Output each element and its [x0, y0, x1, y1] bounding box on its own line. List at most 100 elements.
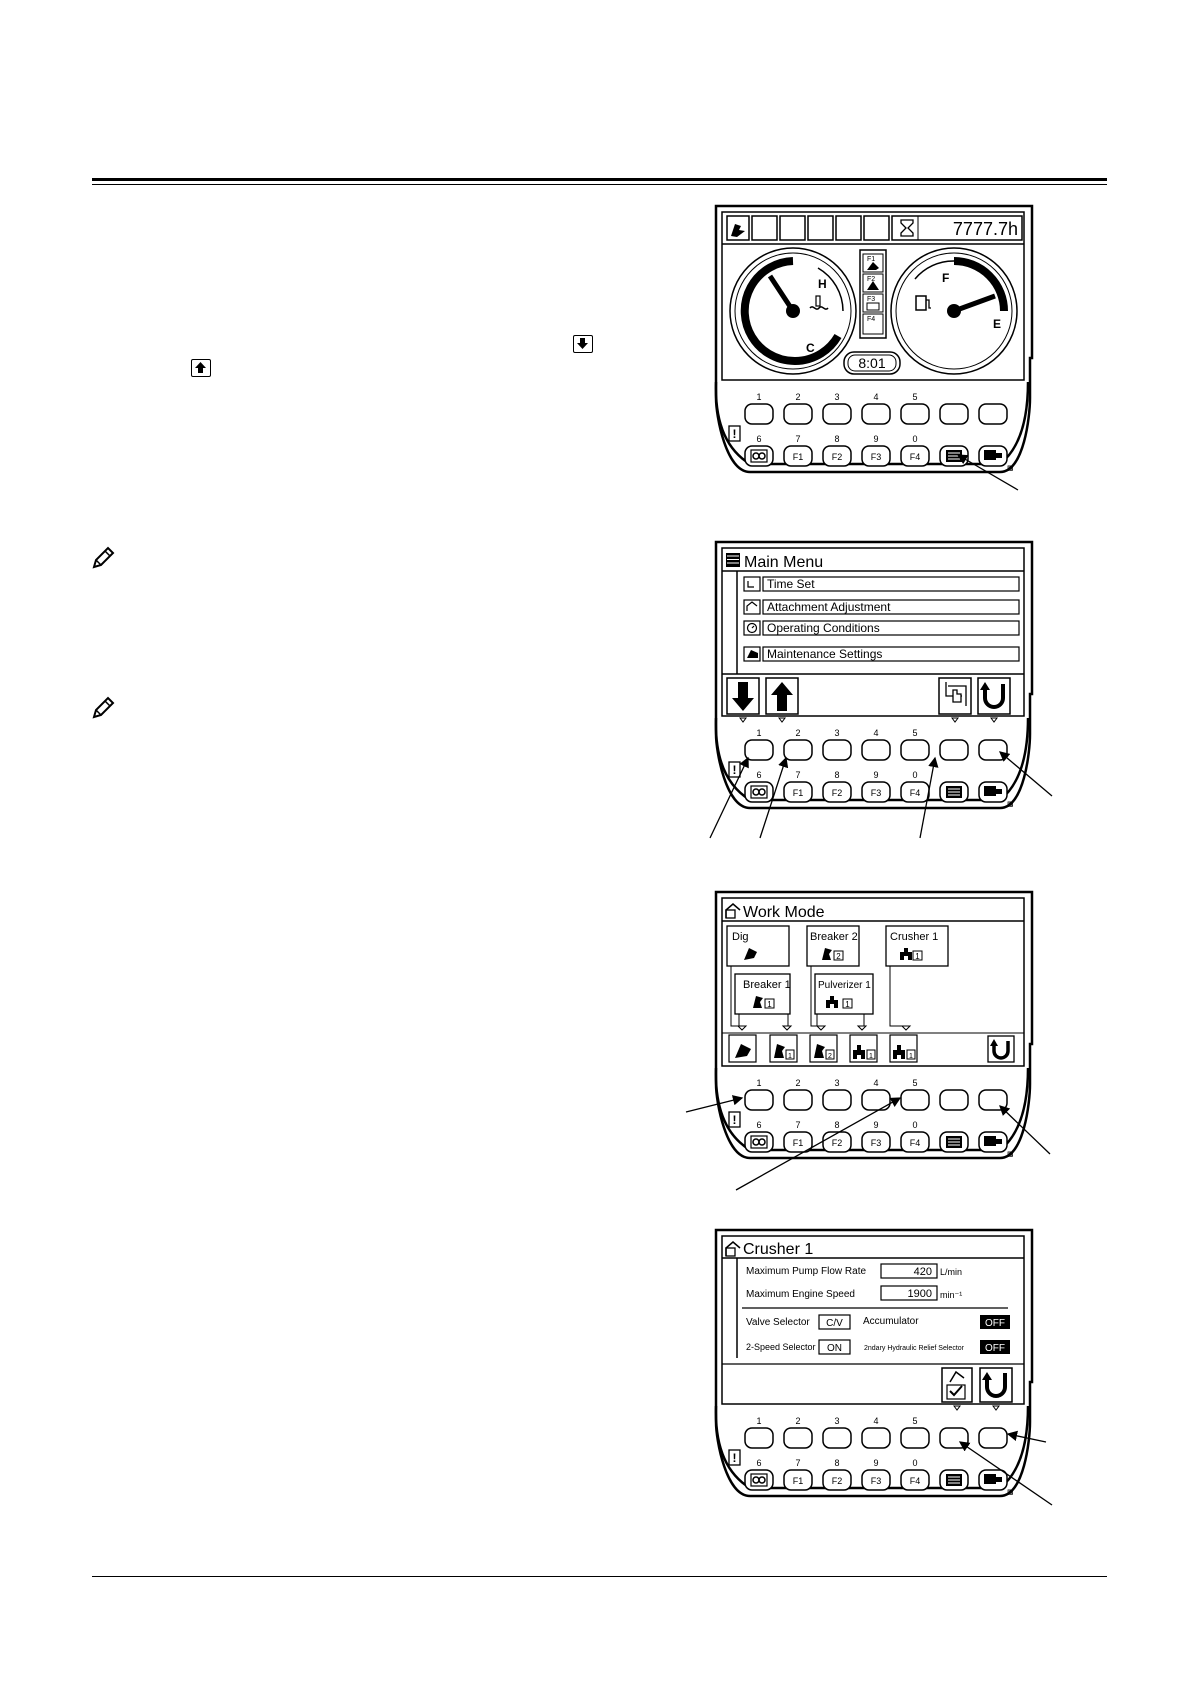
f4-key[interactable] — [900, 445, 930, 467]
keypad-key-5[interactable] — [900, 1427, 930, 1449]
menu-item-operating-conditions[interactable]: Operating Conditions — [743, 620, 1020, 636]
set-confirm-softkey-icon — [941, 1367, 973, 1411]
up-arrow-softkey-icon — [765, 677, 799, 723]
mode-dig[interactable]: Dig — [726, 925, 790, 967]
keypad-key-7[interactable] — [978, 403, 1008, 425]
svg-text:4: 4 — [873, 1078, 878, 1088]
keypad-key-6[interactable] — [939, 1089, 969, 1111]
header-rule-thin — [92, 184, 1107, 185]
f3-key[interactable] — [861, 1469, 891, 1491]
mode-breaker-2[interactable]: Breaker 2 2 — [806, 925, 860, 967]
keypad-key-3[interactable] — [822, 1427, 852, 1449]
max-engine-speed-field[interactable] — [880, 1285, 938, 1301]
note-pencil-icon — [92, 546, 115, 569]
menu-list-icon — [726, 553, 740, 567]
menu-item-attachment-adjustment[interactable]: Attachment Adjustment — [743, 599, 1020, 615]
keypad-key-2[interactable] — [783, 1089, 813, 1111]
valve-selector-field[interactable] — [818, 1314, 851, 1330]
svg-text:F4: F4 — [910, 1138, 921, 1148]
f2-key[interactable] — [822, 1469, 852, 1491]
svg-text:1: 1 — [788, 1053, 792, 1060]
keypad-key-3[interactable] — [822, 739, 852, 761]
keypad-key-1[interactable] — [744, 739, 774, 761]
svg-text:F4: F4 — [867, 316, 875, 323]
secondary-relief-selector-field[interactable] — [980, 1340, 1010, 1354]
clock-display: 8:01 — [858, 355, 885, 371]
f4-key[interactable] — [900, 1131, 930, 1153]
svg-text:6: 6 — [756, 434, 761, 444]
accumulator-field[interactable] — [980, 1315, 1010, 1329]
f3-key[interactable] — [861, 1131, 891, 1153]
f1-key[interactable] — [783, 1469, 813, 1491]
menu-item-time-set[interactable]: Time Set — [743, 576, 1020, 592]
f1-key[interactable] — [783, 445, 813, 467]
svg-text:C: C — [806, 341, 815, 355]
work-mode-title: Work Mode — [743, 904, 825, 921]
coolant-temperature-icon — [809, 295, 829, 310]
keypad-key-4[interactable] — [861, 1427, 891, 1449]
f2-key[interactable] — [822, 781, 852, 803]
f3-key[interactable] — [861, 781, 891, 803]
keypad-key-3[interactable] — [822, 403, 852, 425]
svg-text:3: 3 — [834, 728, 839, 738]
header-rule — [92, 178, 1107, 181]
keypad-key-2[interactable] — [783, 739, 813, 761]
svg-text:2: 2 — [828, 1053, 832, 1060]
svg-text:F4: F4 — [910, 1476, 921, 1486]
svg-text:3: 3 — [834, 1078, 839, 1088]
keypad-key-6[interactable] — [939, 403, 969, 425]
keypad-key-5[interactable] — [900, 739, 930, 761]
breaker-1-softkey-icon: 1 — [769, 1034, 798, 1063]
return-softkey-icon — [987, 1035, 1015, 1063]
keypad-key-2[interactable] — [783, 403, 813, 425]
f1-key[interactable] — [783, 781, 813, 803]
menu-item-maintenance-settings[interactable]: Maintenance Settings — [743, 646, 1020, 662]
svg-text:▩: ▩ — [1007, 1489, 1014, 1496]
max-pump-flow-rate-field[interactable] — [880, 1263, 938, 1279]
keypad-key-2[interactable] — [783, 1427, 813, 1449]
keypad-key-4[interactable] — [861, 739, 891, 761]
alert-icon — [728, 425, 741, 442]
svg-text:420: 420 — [914, 1266, 932, 1278]
mode-breaker-1[interactable]: Breaker 1 1 — [734, 973, 791, 1015]
svg-text:6: 6 — [756, 770, 761, 780]
svg-text:Breaker 2: Breaker 2 — [810, 931, 858, 943]
svg-text:F3: F3 — [871, 788, 882, 798]
note-pencil-icon — [92, 696, 115, 719]
svg-text:Accumulator: Accumulator — [863, 1316, 919, 1327]
keypad-key-1[interactable] — [744, 1089, 774, 1111]
alert-icon — [728, 1449, 741, 1466]
down-arrow-softkey-icon — [726, 677, 760, 723]
mode-pulverizer-1[interactable]: Pulverizer 1 1 — [814, 973, 874, 1015]
svg-text:!: ! — [733, 427, 737, 441]
svg-text:F3: F3 — [867, 296, 875, 303]
f4-key[interactable] — [900, 1469, 930, 1491]
svg-text:!: ! — [733, 1113, 737, 1127]
svg-text:F: F — [942, 271, 949, 285]
keypad-key-5[interactable] — [900, 403, 930, 425]
svg-text:1: 1 — [756, 1416, 761, 1426]
down-arrow-key-icon — [573, 335, 593, 353]
keypad-key-1[interactable] — [744, 1427, 774, 1449]
svg-text:6: 6 — [756, 1458, 761, 1468]
svg-text:9: 9 — [873, 1458, 878, 1468]
monitor-panel-work-mode: Work Mode Dig Breaker 2 2 Crusher 1 1 Br… — [714, 890, 1034, 1160]
svg-text:0: 0 — [912, 1120, 917, 1130]
svg-text:!: ! — [733, 1451, 737, 1465]
svg-text:2-Speed Selector: 2-Speed Selector — [746, 1342, 816, 1352]
mode-crusher-1[interactable]: Crusher 1 1 — [885, 925, 949, 967]
keypad-key-3[interactable] — [822, 1089, 852, 1111]
keypad: 1 2 3 4 5 ! 6 7 8 9 0 F1 F2 F3 F4 ▩ — [728, 1416, 1014, 1496]
keypad-key-6[interactable] — [939, 739, 969, 761]
svg-text:!: ! — [733, 763, 737, 777]
svg-text:▩: ▩ — [1007, 1151, 1014, 1158]
f2-key[interactable] — [822, 445, 852, 467]
keypad-key-4[interactable] — [861, 403, 891, 425]
svg-text:E: E — [993, 317, 1001, 331]
keypad-key-1[interactable] — [744, 403, 774, 425]
f3-key[interactable] — [861, 445, 891, 467]
two-speed-selector-field[interactable] — [818, 1339, 851, 1355]
coolant-temperature-gauge: H C — [729, 247, 857, 375]
keypad-key-7[interactable] — [978, 1089, 1008, 1111]
f1-key[interactable] — [783, 1131, 813, 1153]
